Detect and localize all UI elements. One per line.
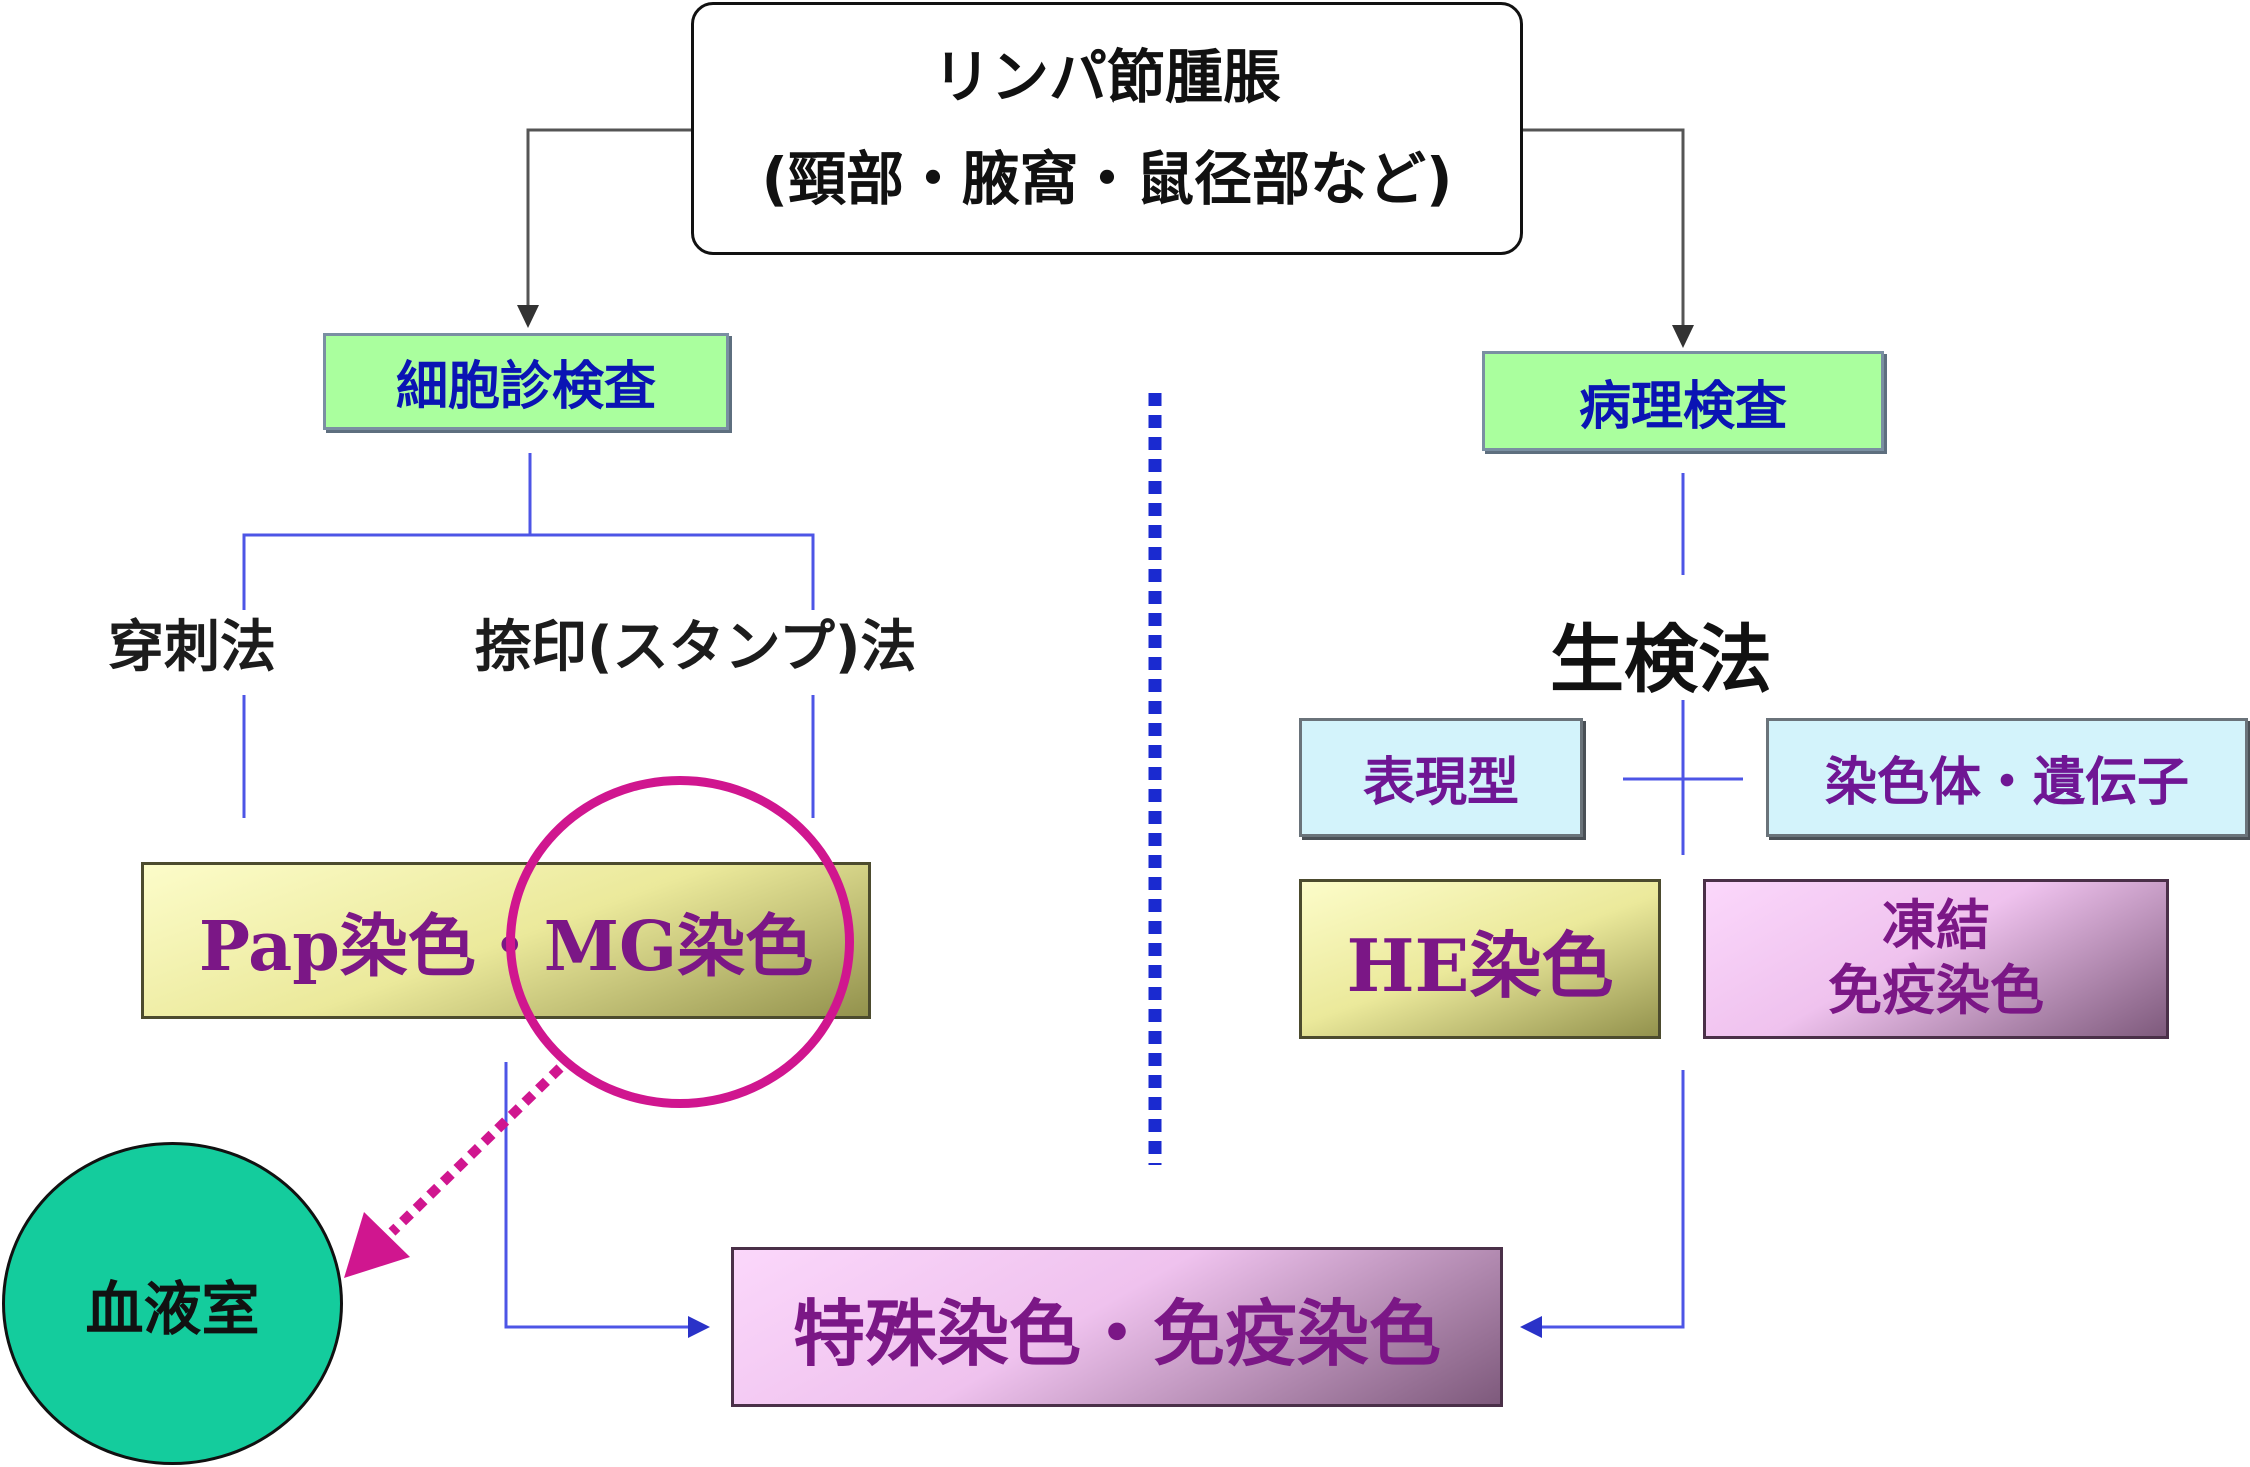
pathology-exam-label: 病理検査 (1578, 376, 1787, 437)
root-to-cytology-line (526, 128, 691, 305)
blood-lab-circle: 血液室 (2, 1142, 343, 1465)
chromosome-gene-box: 染色体・遺伝子 (1766, 718, 2248, 837)
puncture-method-label: 穿刺法 (108, 615, 276, 680)
blood-lab-label: 血液室 (85, 1274, 260, 1343)
frozen-label: 凍結 (1882, 894, 1990, 958)
root-title: リンパ節腫脹 (932, 43, 1281, 111)
mg-stain-highlight-circle (506, 776, 854, 1108)
root-subtitle: (頸部・腋窩・鼠径部など) (761, 144, 1453, 213)
arrow-down-left-icon (344, 1212, 410, 1278)
frozen-immuno-stain-box: 凍結 免疫染色 (1703, 879, 2169, 1039)
right-to-special-line (1542, 1070, 1685, 1329)
arrow-down-icon (1672, 325, 1694, 348)
special-immuno-stain-label: 特殊染色・免疫染色 (792, 1291, 1441, 1376)
chromosome-gene-label: 染色体・遺伝子 (1824, 753, 2189, 813)
he-stain-box: HE染色 (1299, 879, 1661, 1039)
arrow-down-icon (517, 305, 539, 328)
blood-lab-dotted-line (388, 1064, 564, 1236)
root-node-lymphadenopathy: リンパ節腫脹 (頸部・腋窩・鼠径部など) (691, 2, 1523, 255)
biopsy-method-label: 生検法 (1550, 617, 1772, 703)
phenotype-label: 表現型 (1362, 753, 1519, 813)
immuno-stain-label: 免疫染色 (1828, 959, 2044, 1022)
cytology-exam-box: 細胞診検査 (323, 333, 729, 430)
special-immuno-stain-box: 特殊染色・免疫染色 (731, 1247, 1503, 1407)
pathology-exam-box: 病理検査 (1482, 351, 1884, 451)
phenotype-box: 表現型 (1299, 718, 1583, 837)
stamp-method-label: 捺印(スタンプ)法 (475, 615, 917, 680)
he-stain-label: HE染色 (1346, 922, 1614, 1008)
arrow-right-icon (688, 1316, 710, 1338)
cytology-branch-line (242, 533, 815, 610)
arrow-left-icon (1520, 1316, 1542, 1338)
stain-to-special-line (504, 1062, 688, 1329)
root-to-pathology-line (1523, 128, 1685, 325)
cytology-exam-label: 細胞診検査 (395, 357, 656, 417)
